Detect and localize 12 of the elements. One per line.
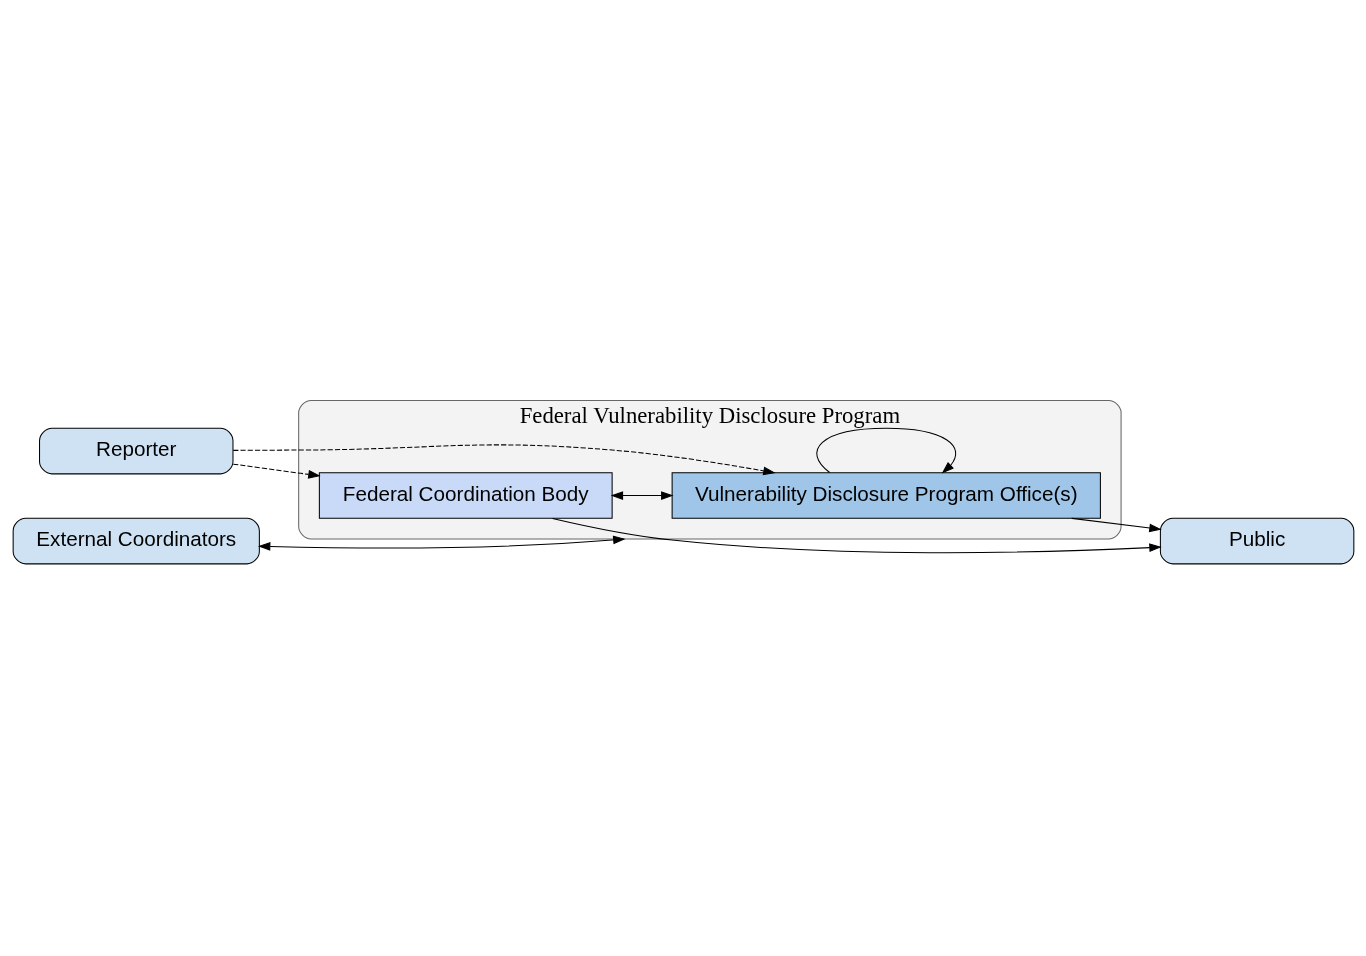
node-box: External Coordinators — [12, 517, 260, 565]
node-box: Public — [1159, 517, 1354, 565]
node-box: Federal Coordination Body — [318, 472, 613, 519]
arrow — [232, 444, 776, 476]
arrow — [1070, 517, 1162, 533]
node-box: Reporter — [38, 427, 233, 475]
arrow — [815, 427, 956, 474]
arrow — [257, 535, 626, 551]
node-box: Vulnerability Disclosure Program Office(s) — [671, 472, 1101, 519]
arrow — [610, 491, 673, 500]
arrow — [551, 517, 1162, 554]
arrow — [232, 463, 321, 479]
